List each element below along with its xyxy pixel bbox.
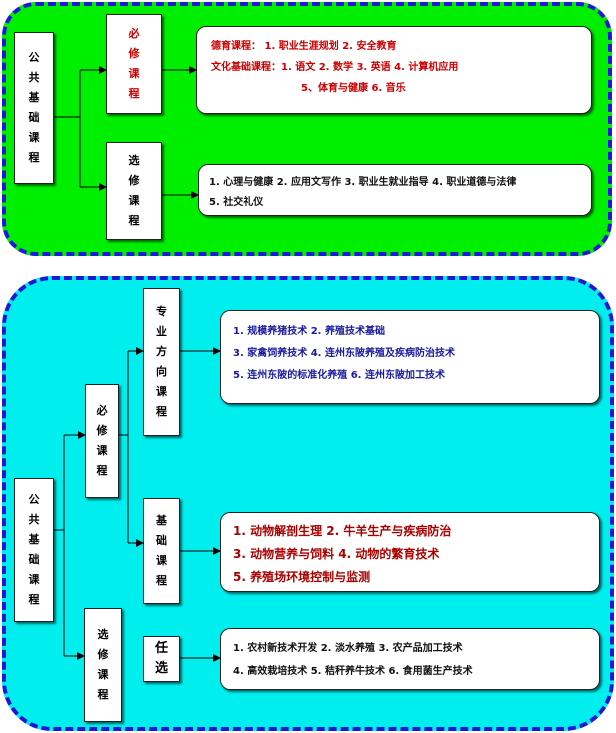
top-required-char: 课: [128, 67, 140, 80]
top-required-box: 必 修 课 程: [106, 14, 162, 114]
bottom-required-char: 修: [96, 424, 108, 437]
course-line: 5. 连州东陂的标准化养殖 6. 连州东陂加工技术: [233, 370, 445, 381]
top-root-char: 程: [28, 151, 40, 164]
course-line: 德育课程： 1. 职业生涯规划 2. 安全教育: [211, 41, 397, 52]
bottom-required-char: 课: [96, 444, 108, 457]
optional-courses-box: 1. 农村新技术开发 2. 淡水养殖 3. 农产品加工技术 4. 高效栽培技术 …: [220, 628, 600, 690]
course-line: 1. 心理与健康 2. 应用文写作 3. 职业生就业指导 4. 职业道德与法律: [209, 177, 517, 188]
foundation-box: 基 础 课 程: [143, 498, 180, 604]
top-elective-box: 选 修 课 程: [106, 142, 162, 240]
bottom-elective-box: 选 修 课 程: [84, 608, 122, 722]
top-elective-courses-box: 1. 心理与健康 2. 应用文写作 3. 职业生就业指导 4. 职业道德与法律 …: [198, 164, 592, 216]
bottom-root-char: 基: [28, 533, 40, 546]
top-root-box: 公 共 基 础 课 程: [14, 32, 54, 184]
course-line: 4. 高效栽培技术 5. 秸秆养牛技术 6. 食用菌生产技术: [233, 666, 473, 677]
specialty-char: 课: [156, 385, 167, 398]
top-root-char: 基: [28, 91, 40, 104]
bottom-elective-char: 修: [97, 648, 109, 661]
bottom-root-char: 公: [28, 493, 40, 506]
optional-char: 选: [154, 661, 168, 676]
optional-box: 任 选: [143, 636, 180, 682]
course-line: 1. 规模养猪技术 2. 养殖技术基础: [233, 326, 385, 337]
top-root-char: 础: [28, 111, 40, 124]
top-elective-char: 修: [128, 174, 140, 187]
top-root-char: 公: [28, 51, 40, 64]
bottom-required-box: 必 修 课 程: [85, 384, 119, 498]
top-required-char: 程: [128, 87, 140, 100]
bottom-root-char: 共: [28, 513, 40, 526]
foundation-char: 课: [156, 554, 167, 567]
specialty-char: 专: [156, 305, 167, 318]
top-elective-char: 程: [128, 214, 140, 227]
bottom-root-char: 程: [28, 593, 40, 606]
top-root-char: 共: [28, 71, 40, 84]
specialty-char: 方: [156, 345, 167, 358]
specialty-char: 程: [156, 405, 167, 418]
specialty-char: 向: [156, 365, 167, 378]
bottom-elective-char: 选: [97, 628, 109, 641]
course-line: 1. 动物解剖生理 2. 牛羊生产与疾病防治: [233, 524, 452, 538]
bottom-required-char: 程: [96, 464, 108, 477]
bottom-elective-char: 程: [97, 688, 109, 701]
top-required-char: 必: [128, 27, 140, 40]
optional-char: 任: [154, 641, 168, 656]
top-root-char: 课: [28, 131, 40, 144]
specialty-direction-box: 专 业 方 向 课 程: [143, 288, 180, 436]
bottom-required-char: 必: [96, 404, 108, 417]
foundation-char: 基: [156, 514, 167, 527]
top-elective-char: 课: [128, 194, 140, 207]
course-line: 5、体育与健康 6. 音乐: [301, 83, 406, 94]
top-required-char: 修: [128, 47, 140, 60]
foundation-char: 础: [156, 534, 167, 547]
bottom-elective-char: 课: [97, 668, 109, 681]
course-line: 5. 养殖场环境控制与监测: [233, 570, 371, 584]
bottom-root-box: 公 共 基 础 课 程: [14, 478, 54, 622]
bottom-root-char: 课: [28, 573, 40, 586]
course-line: 文化基础课程：1. 语文 2. 数学 3. 英语 4. 计算机应用: [211, 62, 459, 73]
course-line: 5. 社交礼仪: [209, 197, 264, 208]
foundation-char: 程: [156, 574, 167, 587]
bottom-root-char: 础: [28, 553, 40, 566]
course-line: 3. 动物营养与饲料 4. 动物的繁育技术: [233, 547, 440, 561]
specialty-char: 业: [156, 325, 167, 338]
top-elective-char: 选: [128, 154, 140, 167]
foundation-courses-box: 1. 动物解剖生理 2. 牛羊生产与疾病防治 3. 动物营养与饲料 4. 动物的…: [220, 512, 600, 592]
specialty-courses-box: 1. 规模养猪技术 2. 养殖技术基础 3. 家禽饲养技术 4. 连州东陂养殖及…: [220, 310, 600, 404]
top-required-courses-box: 德育课程： 1. 职业生涯规划 2. 安全教育 文化基础课程：1. 语文 2. …: [196, 26, 592, 114]
course-line: 3. 家禽饲养技术 4. 连州东陂养殖及疾病防治技术: [233, 348, 455, 359]
course-line: 1. 农村新技术开发 2. 淡水养殖 3. 农产品加工技术: [233, 643, 463, 654]
